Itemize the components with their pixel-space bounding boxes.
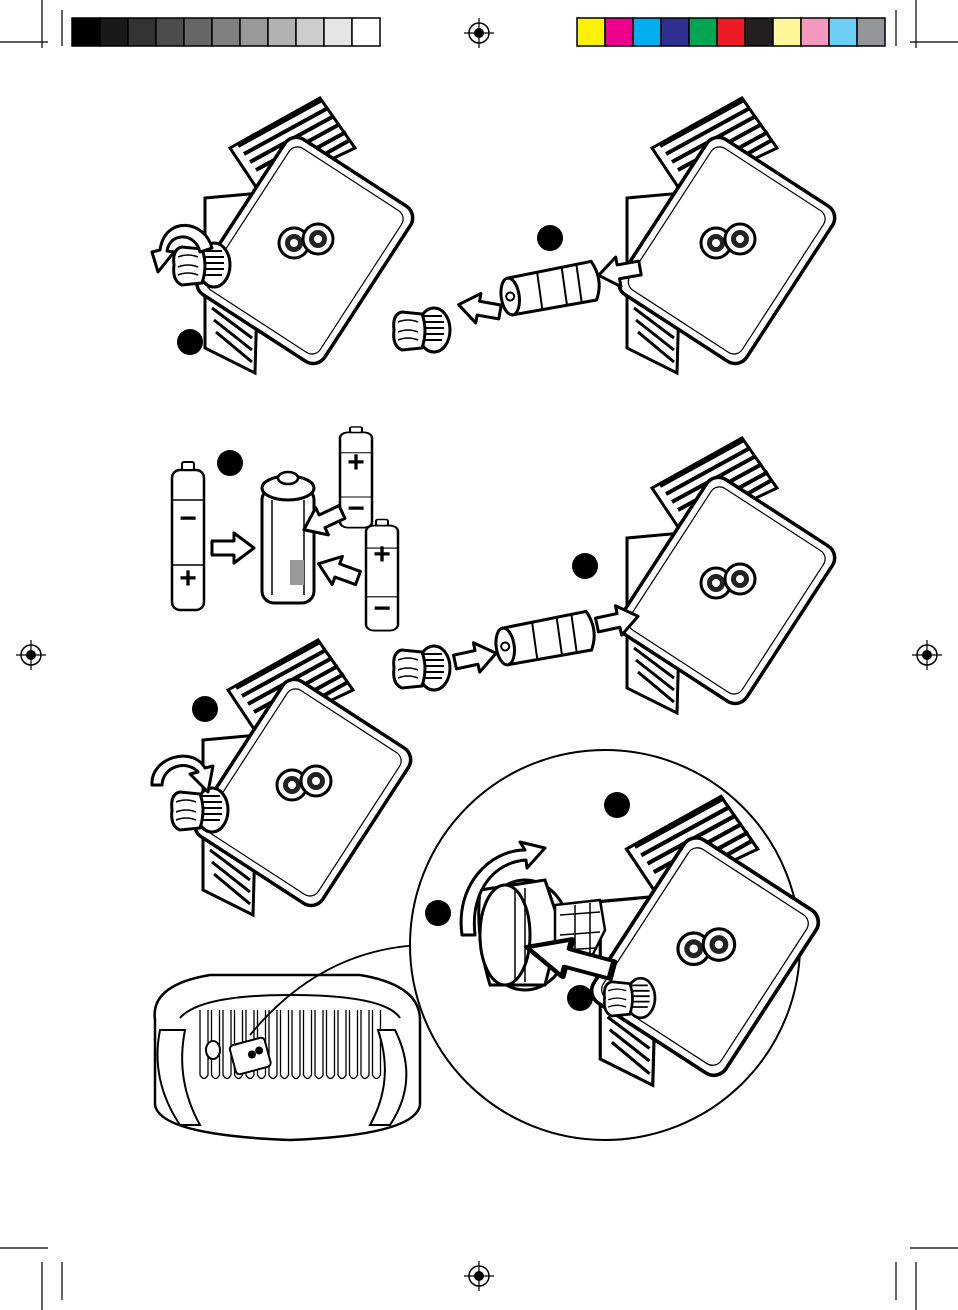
minus-symbol: − (179, 502, 197, 535)
swatch (773, 18, 801, 46)
step-marker (537, 225, 563, 251)
pull-out-arrow (456, 290, 503, 327)
swatch (745, 18, 773, 46)
step-marker (177, 329, 203, 355)
registration-mark-bottom (464, 1261, 494, 1291)
push-in-arrow (452, 639, 499, 677)
insert-arrow (212, 533, 254, 563)
battery-holder (493, 611, 597, 666)
battery-top-right: + − (340, 427, 372, 528)
registration-mark-top (464, 18, 494, 48)
swatch (128, 18, 156, 46)
swatch (605, 18, 633, 46)
swatch (689, 18, 717, 46)
color-calibration-bar (577, 18, 885, 46)
step-insert-batteries: − + + − + − (172, 427, 398, 631)
step-marker (192, 696, 218, 722)
registration-mark-left (16, 640, 46, 670)
swatch (268, 18, 296, 46)
swatch (240, 18, 268, 46)
step-open-cap (152, 98, 418, 373)
minus-symbol: − (373, 592, 391, 625)
step-marker (567, 985, 593, 1011)
swatch (156, 18, 184, 46)
step-reinsert-holder (394, 438, 840, 713)
step-marker (425, 900, 451, 926)
registration-mark-right (912, 640, 942, 670)
plus-symbol: + (179, 562, 197, 595)
step-marker (217, 450, 243, 476)
step-close-cap (152, 640, 416, 915)
swatch (857, 18, 885, 46)
spa-heater-device (613, 438, 840, 713)
step-marker (604, 792, 630, 818)
battery-bottom-right: + − (366, 520, 398, 631)
step-remove-holder (394, 98, 840, 373)
spa-heater-device (613, 98, 840, 373)
swatch (324, 18, 352, 46)
plus-symbol: + (347, 446, 365, 479)
swatch (577, 18, 605, 46)
grayscale-calibration-bar (72, 18, 380, 46)
battery-holder-upright (262, 472, 314, 603)
swatch (100, 18, 128, 46)
swatch (633, 18, 661, 46)
swatch (184, 18, 212, 46)
mini-knob (206, 1041, 220, 1059)
battery-cap-knob (394, 308, 450, 352)
swatch (829, 18, 857, 46)
spa-heater-device (189, 640, 416, 915)
plus-symbol: + (373, 538, 391, 571)
swatch (717, 18, 745, 46)
swatch (72, 18, 100, 46)
battery-left: − + (172, 462, 204, 610)
swatch (352, 18, 380, 46)
detail-magnified-view (410, 750, 824, 1140)
swatch (661, 18, 689, 46)
battery-holder (498, 261, 602, 316)
step-marker (572, 553, 598, 579)
swatch (801, 18, 829, 46)
spa-heater-device (191, 98, 418, 373)
swatch (212, 18, 240, 46)
pool-overview (155, 945, 420, 1140)
cap-slot (604, 978, 655, 1018)
swatch (296, 18, 324, 46)
insert-arrow (313, 550, 363, 593)
battery-cap-knob (172, 788, 228, 832)
minus-symbol: − (347, 492, 365, 525)
battery-cap-knob (394, 646, 450, 690)
